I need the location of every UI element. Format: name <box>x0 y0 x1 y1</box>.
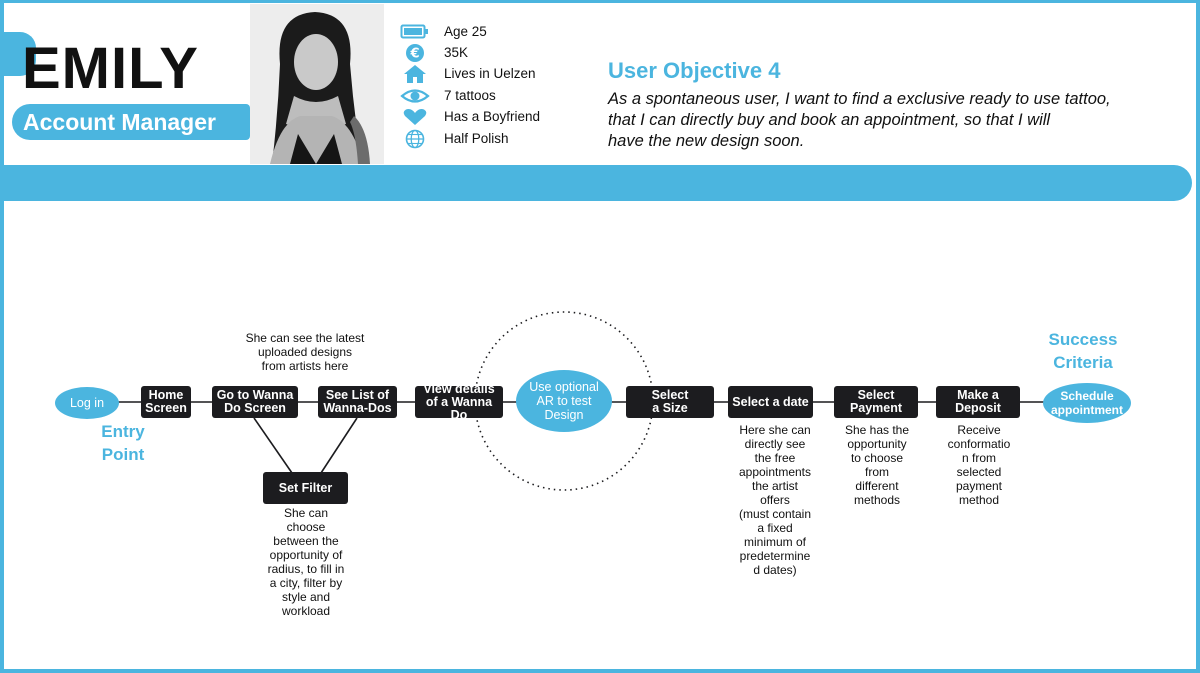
euro-icon: € <box>406 44 424 62</box>
heart-icon <box>403 108 427 125</box>
deposit-note: Receive conformatio n from selected paym… <box>947 423 1011 507</box>
fact-label: Has a Boyfriend <box>444 109 541 124</box>
flow-branch-line <box>253 417 293 474</box>
fact-label: Lives in Uelzen <box>444 66 536 81</box>
use-ar-node: Use optional AR to test Design <box>516 370 612 432</box>
fact-location: Lives in Uelzen <box>400 64 550 84</box>
view-details-node: View details of a Wanna Do <box>415 382 503 421</box>
select-date-node: Select a date <box>728 386 813 418</box>
fact-nationality: Half Polish <box>400 129 550 149</box>
set-filter-node: Set Filter <box>263 472 348 504</box>
see-list-node: See List of Wanna-Dos <box>318 386 397 418</box>
flow-branch-line <box>320 417 358 474</box>
globe-icon <box>405 129 425 149</box>
fact-label: 35K <box>444 45 469 60</box>
fact-relationship: Has a Boyfriend <box>400 107 550 127</box>
portrait-image <box>250 4 384 164</box>
battery-icon <box>400 24 428 39</box>
header-tab <box>0 32 36 76</box>
eye-icon <box>400 89 430 103</box>
fact-label: Half Polish <box>444 131 509 146</box>
svg-text:€: € <box>409 47 419 62</box>
fact-label: 7 tattoos <box>444 88 496 103</box>
select-payment-node: Select Payment <box>834 386 918 418</box>
objective-text: As a spontaneous user, I want to find a … <box>608 90 1111 150</box>
fact-tattoos: 7 tattoos <box>400 86 550 106</box>
log-in-node: Log in <box>55 387 119 419</box>
payment-note: She has the opportunity to choose from d… <box>844 423 910 507</box>
home-icon <box>404 65 426 83</box>
home-screen-node: Home Screen <box>141 386 191 418</box>
persona-photo <box>250 4 384 164</box>
date-note: Here she can directly see the free appoi… <box>738 423 812 577</box>
schedule-appointment-node: Schedule appointment <box>1043 383 1131 423</box>
persona-name: EMILY <box>22 36 199 101</box>
select-size-node: Select a Size <box>626 386 714 418</box>
success-criteria-label: Success Criteria <box>1048 330 1118 372</box>
filter-note: She can choose between the opportunity o… <box>267 506 345 618</box>
fact-income: € 35K <box>400 43 550 63</box>
entry-point-label: Entry Point <box>101 422 145 464</box>
latest-designs-note: She can see the latest uploaded designs … <box>245 331 365 373</box>
persona-role: Account Manager <box>12 104 250 140</box>
make-deposit-node: Make a Deposit <box>936 386 1020 418</box>
go-to-wanna-do-node: Go to Wanna Do Screen <box>212 386 298 418</box>
fact-label: Age 25 <box>444 24 487 39</box>
objective-title: User Objective 4 <box>608 58 781 83</box>
fact-age: Age 25 <box>400 22 550 42</box>
header-band <box>0 165 1192 201</box>
